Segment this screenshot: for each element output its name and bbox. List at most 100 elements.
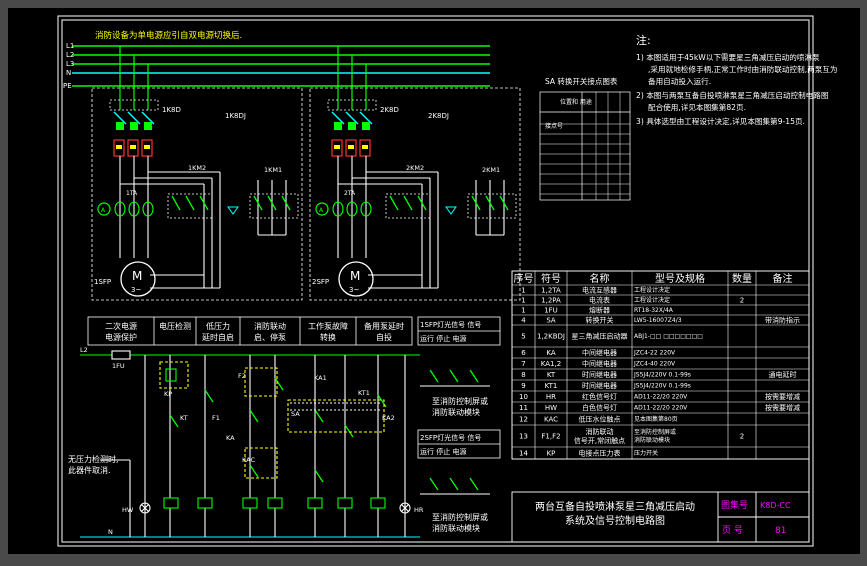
parts-table-cell: HR (546, 393, 556, 401)
motor-1-phase: 3~ (131, 286, 141, 294)
parts-table-cell: 电流互感器 (582, 285, 617, 294)
fire-module-note-1: 至消防控制屏或消防联动模块 (432, 396, 488, 417)
breaker-2-sublabel: 2K8DJ (428, 112, 449, 120)
parts-table-cell: 至消防控制屏或消防联动模块 (634, 428, 676, 444)
breaker-1 (109, 99, 159, 130)
breaker-1-sublabel: 1K8DJ (225, 112, 246, 120)
motor-1 (120, 261, 156, 297)
parts-table-cell: 2 (740, 296, 744, 304)
parts-table-cell: 通电延时 (769, 370, 797, 379)
parts-table-header: 型号及规格 (655, 272, 705, 285)
title-block-page-no: 81 (775, 526, 786, 536)
km2-label-2: 2KM2 (406, 164, 424, 172)
signal-header-2-top: 2SFP灯光信号 信号 (420, 433, 481, 442)
delta-symbol-1 (227, 206, 239, 215)
parts-table-cell: 电流表 (589, 295, 610, 304)
switch-table-grid (540, 92, 630, 200)
parts-table-cell: 12 (519, 415, 528, 423)
title-block-drawing-no: K8D-CC (760, 501, 791, 510)
signal-header-boxes (417, 316, 501, 459)
switch-table (539, 91, 631, 201)
parts-table-header: 符号 (541, 272, 561, 285)
label-kt: KT (180, 414, 188, 422)
parts-table-cell: 按需要增减 (765, 403, 800, 412)
switch-table-title: SA 转换开关接点图表 (545, 76, 618, 86)
parts-table-cell: KA (546, 349, 555, 357)
motor-2-symbol: M (350, 269, 360, 283)
low-pressure-note: 无压力检测时,此器件取消. (68, 454, 119, 475)
control-circuit (80, 350, 420, 538)
notes: 1) 本图适用于45kW以下需要星三角减压启动的喷淋泵,采用就地检修手柄,正常工… (636, 52, 838, 126)
parts-table-header: 数量 (732, 272, 752, 285)
label-ka2: KA2 (382, 414, 395, 422)
parts-table-cell: 1,2KBDJ (537, 332, 565, 340)
bus-label-l1: L1 (66, 42, 74, 50)
parts-table-cell: 9 (521, 382, 525, 390)
motor-circuit-1: 1K8D 1K8DJ (91, 46, 303, 301)
signal-contacts (429, 369, 479, 491)
parts-table-cell: 14 (519, 449, 528, 457)
note-item: 3) 具体选型由工程设计决定,详见本图集第9-15页. (636, 116, 805, 126)
function-label: 工作泵故障转换 (308, 321, 348, 342)
parts-table-cell: JZC4-40 220V (633, 361, 676, 368)
contactor-km2-1 (167, 193, 213, 219)
svg-text:A: A (319, 207, 324, 214)
label-ka: KA (226, 434, 235, 442)
function-row (87, 316, 413, 346)
function-labels: 二次电源电源保护电压检测低压力延时自启消防联动启、停泵工作泵故障转换备用泵延时自… (105, 321, 404, 342)
label-ka1: KA1 (314, 374, 327, 382)
parts-table-header: 序号 (514, 272, 534, 285)
parts-table-cell: 中间继电器 (582, 348, 617, 357)
parts-table-cell: ABJ1-□□ □□□□□□□ (634, 333, 703, 340)
breaker-2-label: 2K8D (380, 106, 399, 114)
ct-label-1: 1TA (126, 190, 138, 197)
label-kac: KAC (242, 456, 255, 464)
svg-text:A: A (101, 207, 106, 214)
parts-table-cell: 7 (521, 360, 525, 368)
drawing-area (8, 8, 860, 554)
notes-title: 注: (636, 33, 651, 47)
parts-table-cell: KT1 (545, 382, 558, 390)
parts-table-cell: 红色信号灯 (582, 392, 617, 401)
switch-table-header-2: 接点号 (545, 122, 563, 130)
fire-module-note-2: 至消防控制屏或消防联动模块 (432, 512, 488, 533)
parts-table-cell: 工程设计决定 (634, 286, 670, 294)
label-f1: F1 (212, 414, 220, 422)
label-kt1: KT1 (358, 389, 370, 397)
parts-table-cell: 5 (521, 332, 525, 340)
parts-table-cell: 1,2PA (541, 296, 561, 304)
starter-enclosure-1 (91, 87, 303, 301)
parts-table-cell: 按需要增减 (765, 392, 800, 401)
parts-table-cell: HW (545, 404, 557, 412)
breaker-2 (327, 99, 377, 130)
parts-table-cell: 星三角减压启动器 (572, 331, 628, 340)
label-n: N (108, 528, 113, 536)
km2-label-1: 1KM2 (188, 164, 206, 172)
ammeter-2 (315, 202, 329, 216)
power-bus (72, 45, 490, 87)
motor-2-tag: 2SFP (312, 278, 329, 286)
parts-table-cell: 压力开关 (634, 449, 658, 457)
parts-table-cell: JS5J4/220V 0.1-99s (633, 383, 691, 390)
title-block-page-label: 页 号 (722, 525, 743, 536)
current-transformer-1 (114, 201, 154, 217)
parts-table-cell: 带消防指示 (765, 315, 800, 324)
header-note: 消防设备为单电源应引自双电源切换后. (95, 30, 242, 41)
parts-table-header: 名称 (590, 272, 610, 285)
note-item: 2) 本图与两泵互备自投喷淋泵星三角减压启动控制电路图配合使用,详见本图集第82… (636, 90, 828, 112)
parts-table-cell: 10 (519, 393, 528, 401)
outer-frame (57, 15, 814, 547)
parts-table-cell: KT (547, 371, 556, 379)
motor-circuit-2: 2K8D 2K8DJ (309, 46, 521, 301)
parts-table-cell: SA (546, 316, 556, 324)
breaker-1-label: 1K8D (162, 106, 181, 114)
parts-table-cell: 11 (519, 404, 528, 412)
bus-label-n: N (66, 69, 71, 77)
parts-table-cell: AD11-22/20 220V (634, 394, 688, 401)
label-sa: SA (291, 410, 300, 418)
note-item: 1) 本图适用于45kW以下需要星三角减压启动的喷淋泵,采用就地检修手柄,正常工… (636, 52, 838, 86)
function-label: 消防联动启、停泵 (254, 321, 286, 342)
function-label: 低压力延时自启 (202, 321, 234, 342)
